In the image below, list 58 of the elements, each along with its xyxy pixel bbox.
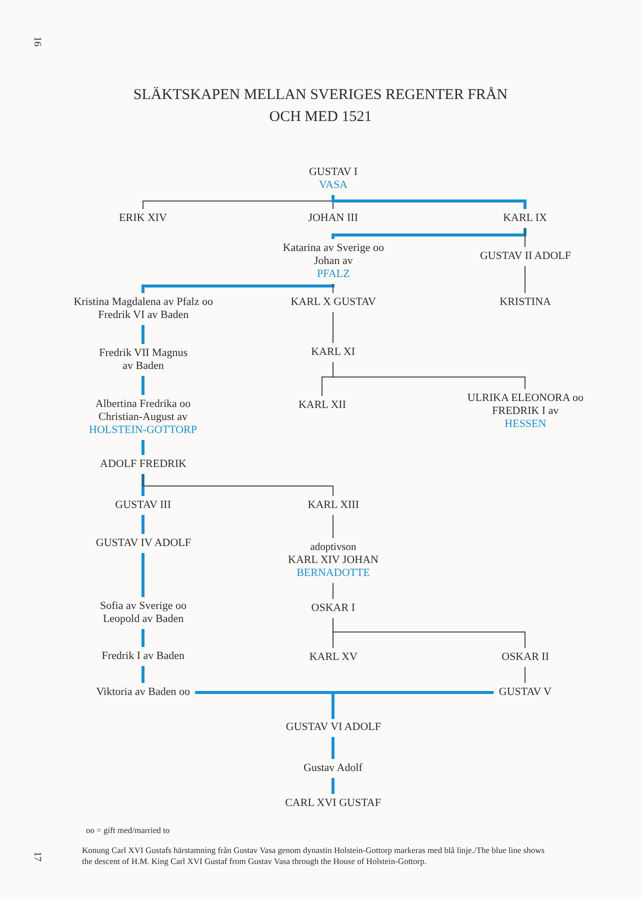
name-label: Viktoria av Baden oo [95, 686, 192, 699]
name-label: JOHAN III [307, 212, 360, 225]
name-label: KARL XV [308, 651, 359, 664]
name-label: Kristina Magdalena av Pfalz oo Fredrik VI av Baden [72, 296, 214, 322]
family-line [142, 284, 334, 293]
family-line [142, 515, 144, 534]
page-number: 17 [32, 852, 42, 862]
caption: Konung Carl XVI Gustafs härstamning från Gustav Vasa genom dynastin Holstein-Gottorp markeras med blå linje./The blue line shows the descent of H.M. King Carl XVI Gustaf from Gustav Vasa through the House of Holstein-Gottorp. [82, 845, 546, 867]
name-label: GUSTAV IV ADOLF [94, 537, 192, 550]
family-line [332, 691, 494, 719]
name-label: KARL XII [297, 399, 348, 412]
descent-line [332, 618, 526, 648]
name-label: Katarina av Sverige oo Johan av PFALZ [281, 242, 386, 281]
family-line [142, 553, 144, 597]
family-line [142, 629, 144, 647]
name-label: Fredrik I av Baden [100, 650, 186, 663]
family-line [142, 440, 144, 455]
page-number: 16 [32, 36, 42, 46]
name-label: KARL X GUSTAV [289, 296, 378, 309]
family-line [142, 474, 144, 496]
name-label: KARL IX [502, 212, 548, 225]
name-label: adoptivson KARL XIV JOHAN BERNADOTTE [286, 541, 380, 580]
name-label: Sofia av Sverige oo Leopold av Baden [98, 600, 188, 626]
descent-line [142, 474, 334, 496]
family-line [332, 228, 526, 239]
descent-line [332, 582, 334, 600]
name-label: ERIK XIV [118, 212, 168, 225]
name-label: OSKAR I [310, 602, 356, 615]
family-line [142, 666, 144, 683]
descent-line [332, 284, 334, 294]
name-label: Fredrik VII Magnus av Baden [98, 347, 189, 373]
name-label: KARL XI [310, 346, 356, 359]
note: oo = gift med/married to [86, 825, 170, 835]
name-label: KRISTINA [498, 296, 552, 309]
family-line [142, 376, 144, 395]
name-label: GUSTAV II ADOLF [478, 250, 572, 263]
family-line [142, 325, 144, 344]
name-label: Albertina Fredrika oo Christian-August av HOLSTEIN-GOTTORP [88, 398, 198, 437]
name-label: GUSTAV III [114, 499, 172, 512]
family-line [332, 737, 334, 759]
name-label: Gustav Adolf [302, 762, 364, 775]
name-label: GUSTAV V [498, 686, 553, 699]
name-label: ADOLF FREDRIK [98, 458, 188, 471]
name-label: OSKAR II [500, 651, 550, 664]
name-label: KARL XIII [306, 499, 360, 512]
name-label: GUSTAV VI ADOLF [284, 721, 382, 734]
title: SLÄKTSKAPEN MELLAN SVERIGES REGENTER FRÅN OCH MED 1521 [132, 86, 509, 127]
family-line [332, 195, 526, 209]
descent-line [524, 228, 526, 248]
family-line [332, 778, 334, 794]
name-label: CARL XVI GUSTAF [284, 797, 382, 810]
descent-line [332, 514, 334, 538]
name-label: GUSTAV I VASA [308, 166, 359, 192]
descent-line [332, 312, 334, 344]
descent-line [332, 362, 526, 390]
descent-line [524, 666, 526, 684]
descent-line [524, 266, 526, 294]
name-label: ULRIKA ELEONORA oo FREDRIK I av HESSEN [466, 392, 585, 431]
